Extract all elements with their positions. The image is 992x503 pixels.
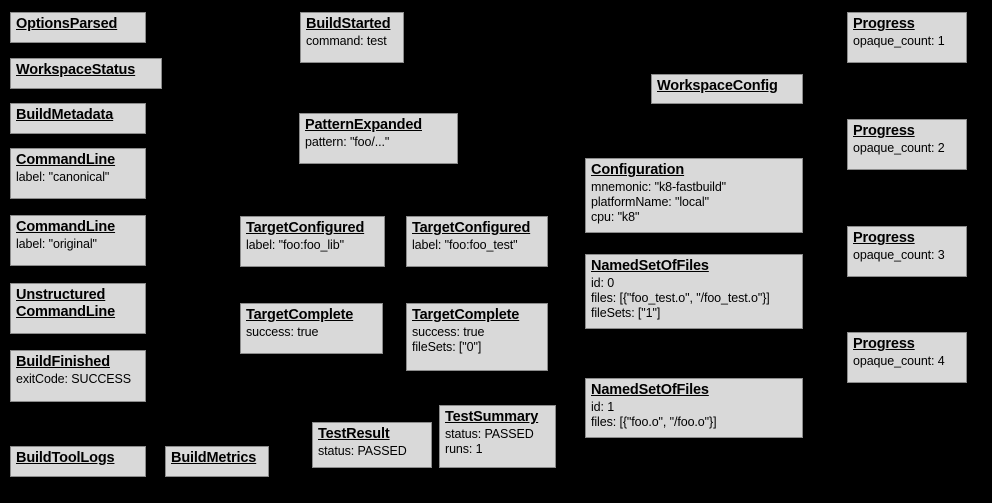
node-title: BuildMetadata	[16, 107, 114, 123]
node-title: CommandLine	[16, 152, 116, 168]
node-title: TargetComplete	[412, 307, 520, 323]
node-fields: success: true	[246, 325, 319, 340]
node-fields: label: "original"	[16, 237, 97, 252]
node-target-complete-lib[interactable]: TargetComplete success: true	[240, 303, 383, 354]
node-title: Progress	[853, 123, 915, 139]
node-fields: opaque_count: 4	[853, 354, 945, 369]
node-build-finished[interactable]: BuildFinished exitCode: SUCCESS	[10, 350, 146, 402]
node-test-summary[interactable]: TestSummary status: PASSED runs: 1	[439, 405, 556, 468]
node-title: BuildFinished	[16, 354, 110, 370]
node-title: TestSummary	[445, 409, 539, 425]
node-title: NamedSetOfFiles	[591, 258, 709, 274]
node-fields: opaque_count: 2	[853, 141, 945, 156]
node-named-set-of-files-1[interactable]: NamedSetOfFiles id: 1 files: [{"foo.o", "…	[585, 378, 803, 438]
node-pattern-expanded[interactable]: PatternExpanded pattern: "foo/..."	[299, 113, 458, 164]
node-fields: opaque_count: 3	[853, 248, 945, 263]
node-title: BuildStarted	[306, 16, 391, 32]
node-fields: label: "foo:foo_test"	[412, 238, 518, 253]
node-fields: label: "foo:foo_lib"	[246, 238, 344, 253]
node-target-complete-test[interactable]: TargetComplete success: true fileSets: ["…	[406, 303, 548, 371]
node-build-metrics[interactable]: BuildMetrics	[165, 446, 269, 477]
node-fields: command: test	[306, 34, 387, 49]
node-options-parsed[interactable]: OptionsParsed	[10, 12, 146, 43]
node-fields: mnemonic: "k8-fastbuild" platformName: "…	[591, 180, 727, 224]
node-fields: success: true fileSets: ["0"]	[412, 325, 485, 354]
node-fields: opaque_count: 1	[853, 34, 945, 49]
node-title: NamedSetOfFiles	[591, 382, 709, 398]
node-title: Progress	[853, 230, 915, 246]
node-progress-2[interactable]: Progress opaque_count: 2	[847, 119, 967, 170]
node-title: TestResult	[318, 426, 390, 442]
node-test-result[interactable]: TestResult status: PASSED	[312, 422, 432, 468]
node-fields: pattern: "foo/..."	[305, 135, 390, 150]
node-title: TargetConfigured	[246, 220, 365, 236]
node-progress-4[interactable]: Progress opaque_count: 4	[847, 332, 967, 383]
node-fields: exitCode: SUCCESS	[16, 372, 132, 387]
node-workspace-config[interactable]: WorkspaceConfig	[651, 74, 803, 104]
node-title: WorkspaceConfig	[657, 78, 778, 94]
node-title: Progress	[853, 16, 915, 32]
node-command-line-canonical[interactable]: CommandLine label: "canonical"	[10, 148, 146, 199]
node-title: BuildMetrics	[171, 450, 257, 466]
node-fields: label: "canonical"	[16, 170, 110, 185]
node-fields: status: PASSED runs: 1	[445, 427, 534, 456]
node-build-started[interactable]: BuildStarted command: test	[300, 12, 404, 63]
node-unstructured-command-line[interactable]: Unstructured CommandLine	[10, 283, 146, 334]
node-title: Configuration	[591, 162, 685, 178]
node-target-configured-foo-lib[interactable]: TargetConfigured label: "foo:foo_lib"	[240, 216, 385, 267]
node-command-line-original[interactable]: CommandLine label: "original"	[10, 215, 146, 266]
node-target-configured-foo-test[interactable]: TargetConfigured label: "foo:foo_test"	[406, 216, 548, 267]
node-title: Unstructured CommandLine	[16, 287, 116, 321]
node-build-tool-logs[interactable]: BuildToolLogs	[10, 446, 146, 477]
node-title: BuildToolLogs	[16, 450, 115, 466]
node-fields: id: 1 files: [{"foo.o", "/foo.o"}]	[591, 400, 717, 429]
node-progress-1[interactable]: Progress opaque_count: 1	[847, 12, 967, 63]
node-title: Progress	[853, 336, 915, 352]
node-fields: status: PASSED	[318, 444, 407, 459]
node-configuration[interactable]: Configuration mnemonic: "k8-fastbuild" pl…	[585, 158, 803, 233]
node-title: WorkspaceStatus	[16, 62, 136, 78]
node-title: PatternExpanded	[305, 117, 422, 133]
node-title: TargetComplete	[246, 307, 354, 323]
node-progress-3[interactable]: Progress opaque_count: 3	[847, 226, 967, 277]
node-workspace-status[interactable]: WorkspaceStatus	[10, 58, 162, 89]
node-build-metadata[interactable]: BuildMetadata	[10, 103, 146, 134]
node-title: OptionsParsed	[16, 16, 118, 32]
node-title: CommandLine	[16, 219, 116, 235]
node-fields: id: 0 files: [{"foo_test.o", "/foo_test.…	[591, 276, 770, 320]
node-named-set-of-files-0[interactable]: NamedSetOfFiles id: 0 files: [{"foo_test.…	[585, 254, 803, 329]
node-title: TargetConfigured	[412, 220, 531, 236]
